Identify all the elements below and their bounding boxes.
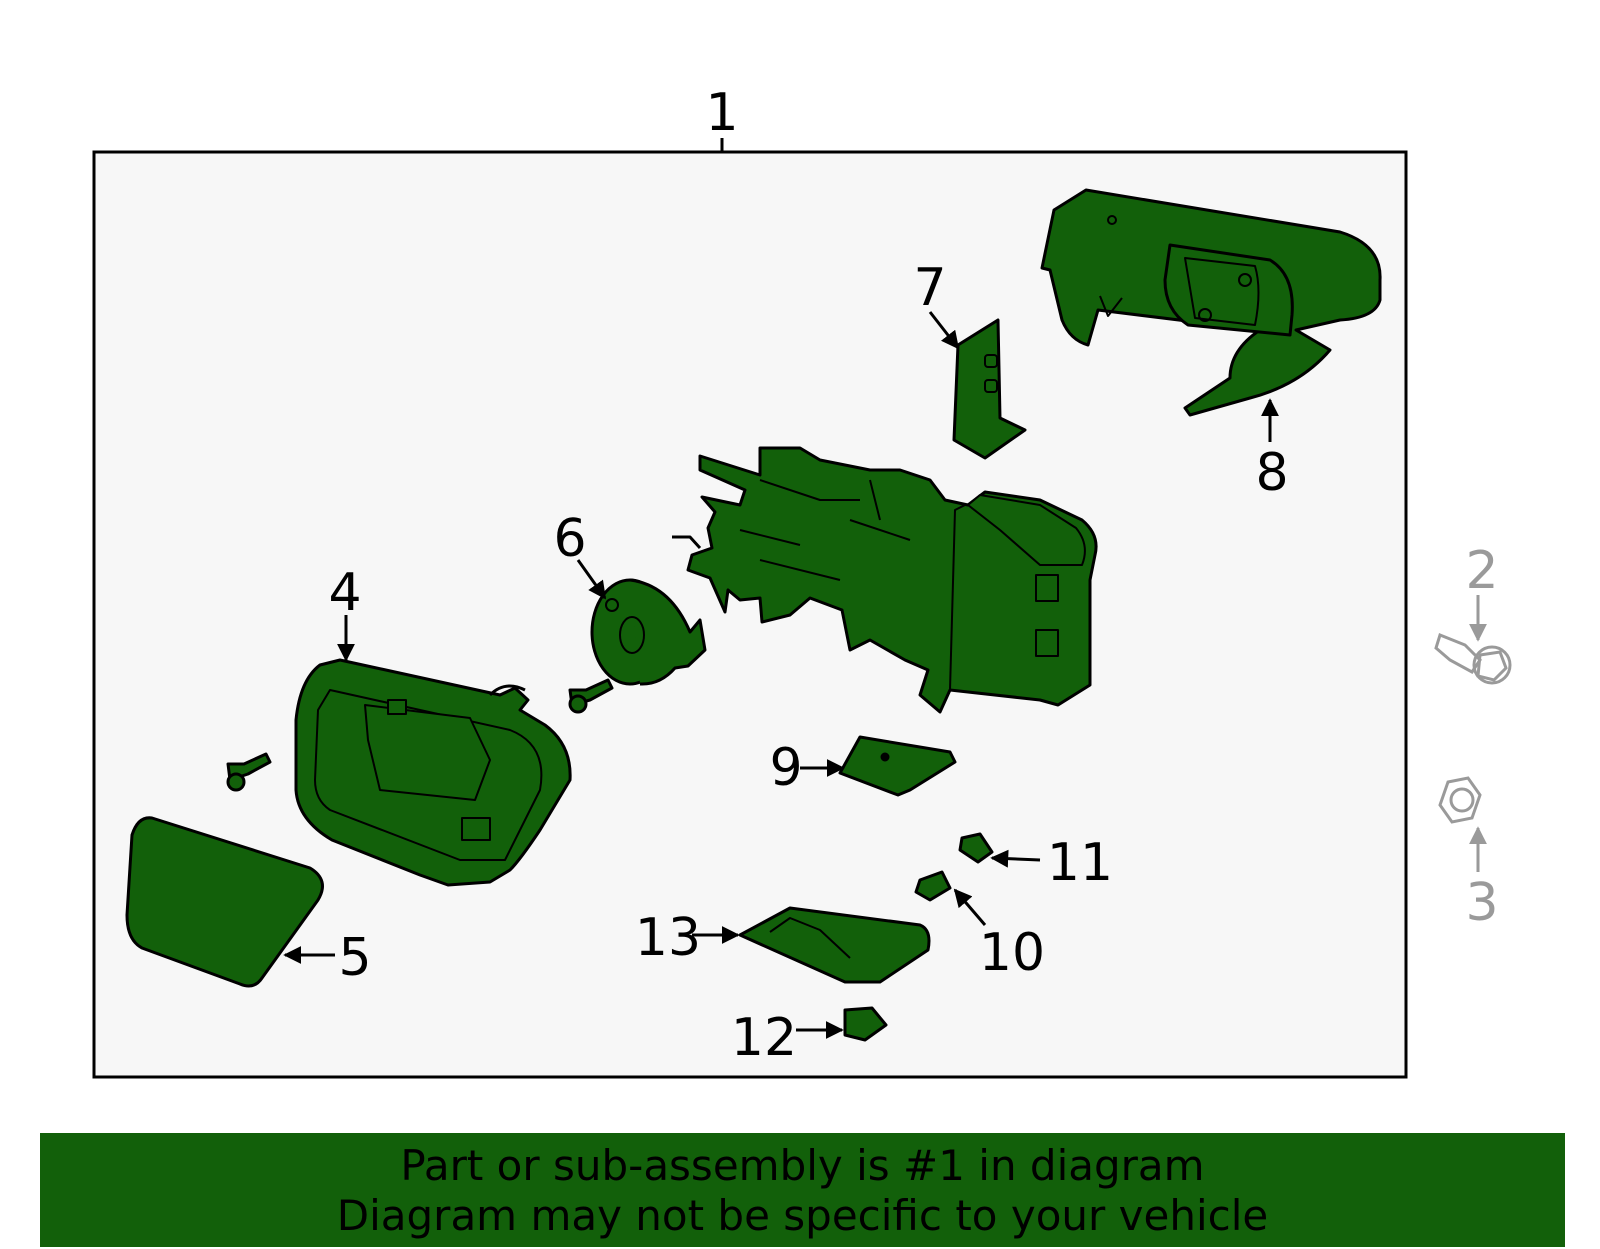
part-4-backing-plate[interactable] <box>294 658 572 887</box>
callout-12: 12 <box>731 1008 797 1068</box>
part-10-connector[interactable] <box>914 870 952 902</box>
part-5-mirror-glass[interactable] <box>125 816 324 988</box>
callout-13: 13 <box>635 908 701 968</box>
part-2-bolt[interactable] <box>1434 633 1512 685</box>
part-base-actuator[interactable] <box>672 446 1098 714</box>
callout-6: 6 <box>553 509 586 569</box>
part-7-bracket[interactable] <box>952 318 1027 460</box>
part-12-lamp[interactable] <box>843 1006 888 1042</box>
callout-7: 7 <box>913 258 946 318</box>
callout-2: 2 <box>1465 541 1498 601</box>
callout-3: 3 <box>1465 873 1498 933</box>
screw-right[interactable] <box>568 678 614 714</box>
part-13-lamp-cover[interactable] <box>738 906 931 984</box>
info-banner: Part or sub-assembly is #1 in diagram Di… <box>40 1133 1565 1247</box>
callout-5: 5 <box>338 928 371 988</box>
callout-numbers: 1 2 3 4 5 6 7 8 9 10 11 12 13 <box>328 83 1498 1068</box>
part-6-motor[interactable] <box>590 578 707 686</box>
callout-8: 8 <box>1255 443 1288 503</box>
screw-left[interactable] <box>226 752 272 792</box>
part-11-clip[interactable] <box>958 832 994 864</box>
part-3-nut[interactable] <box>1438 776 1482 824</box>
banner-line-1: Part or sub-assembly is #1 in diagram <box>400 1141 1205 1190</box>
callout-10: 10 <box>979 923 1045 983</box>
leader-lines <box>283 311 1279 1039</box>
part-8-housing-cover[interactable] <box>1040 188 1382 417</box>
callout-11: 11 <box>1047 833 1113 893</box>
banner-line-2: Diagram may not be specific to your vehi… <box>336 1191 1269 1240</box>
callout-9: 9 <box>769 738 802 798</box>
parts-group <box>125 188 1382 1042</box>
callout-1: 1 <box>705 83 738 143</box>
callout-4: 4 <box>328 563 361 623</box>
